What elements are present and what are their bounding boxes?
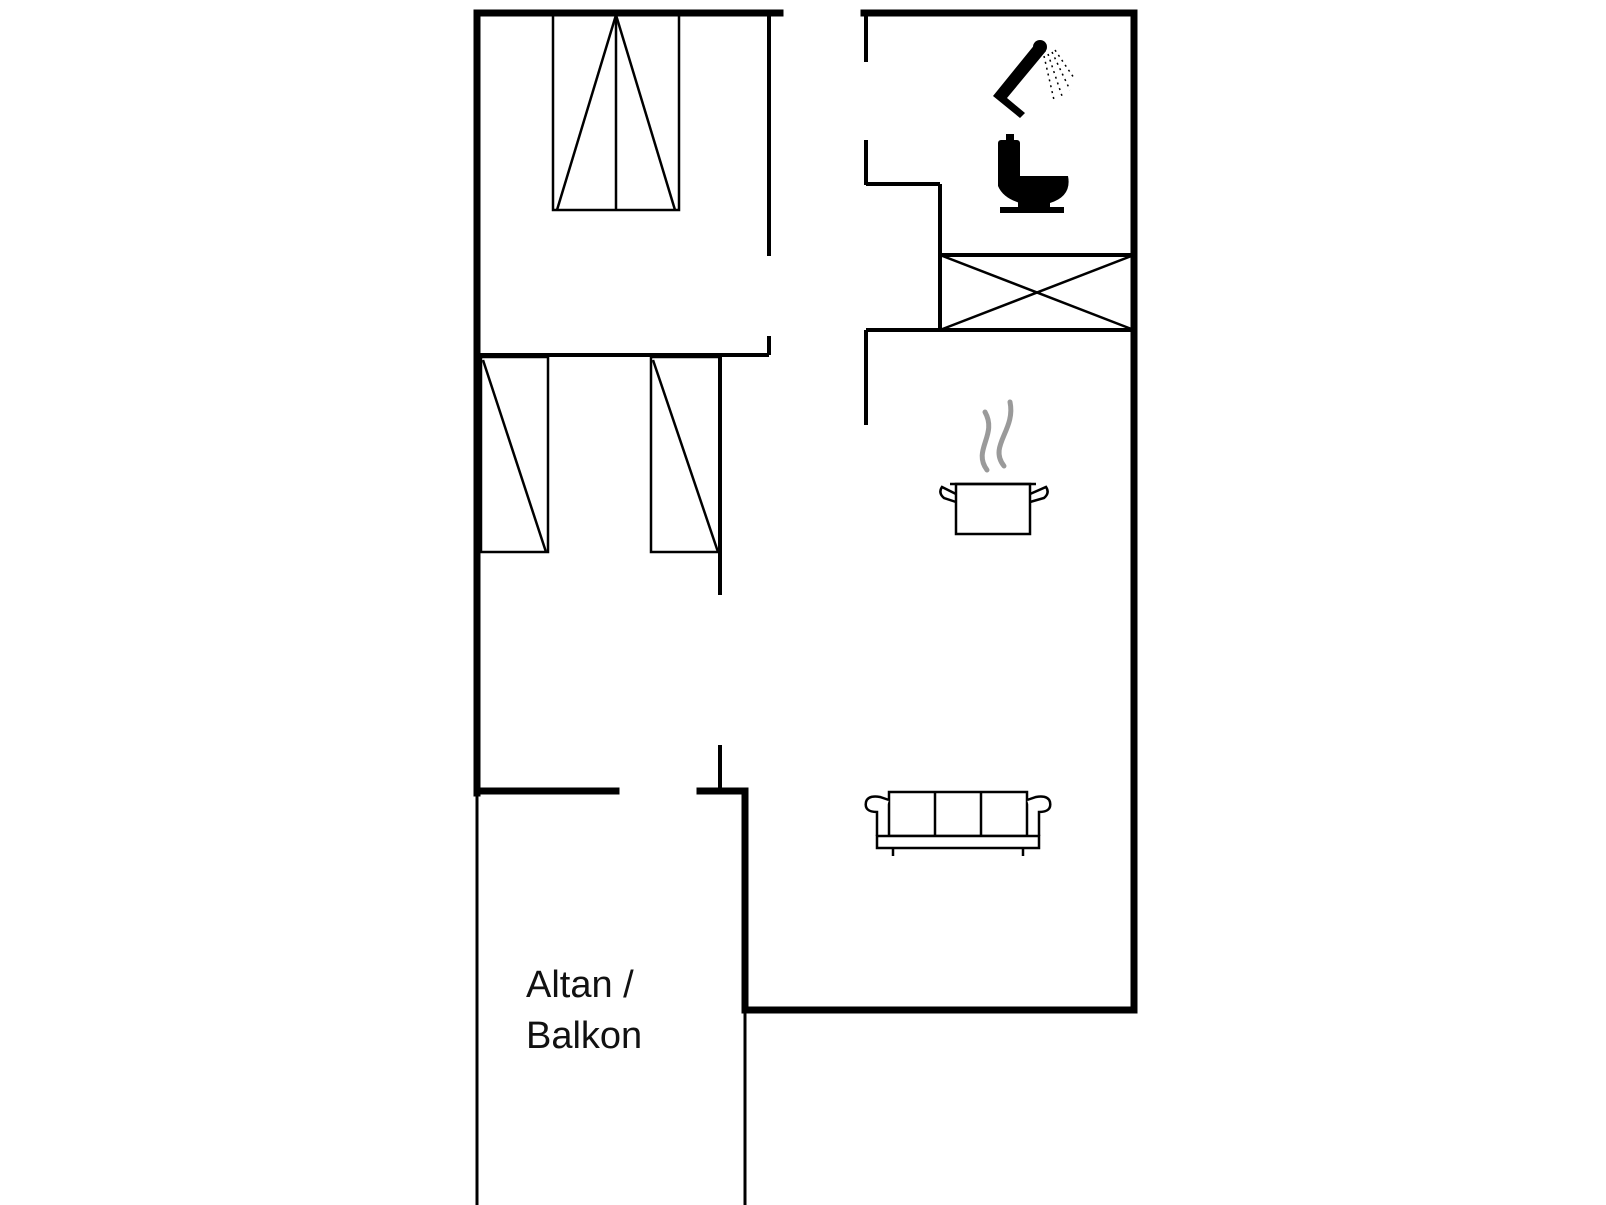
toilet-icon [998,134,1069,213]
single-bed-right [649,355,722,554]
interior-walls [477,13,1134,791]
shower-icon [993,40,1075,118]
cooking-pot-icon [939,399,1049,536]
balcony-label-line-1: Altan / [526,964,634,1006]
single-bed-left [479,355,550,554]
exterior-walls [473,9,1138,1014]
balcony-label-line-2: Balkon [526,1015,642,1057]
shaft-cross [939,253,1135,332]
double-bed [551,13,681,212]
sofa-icon [864,790,1052,856]
balcony-label: Altan / Balkon [526,964,642,1057]
balcony-outline [475,793,747,1205]
